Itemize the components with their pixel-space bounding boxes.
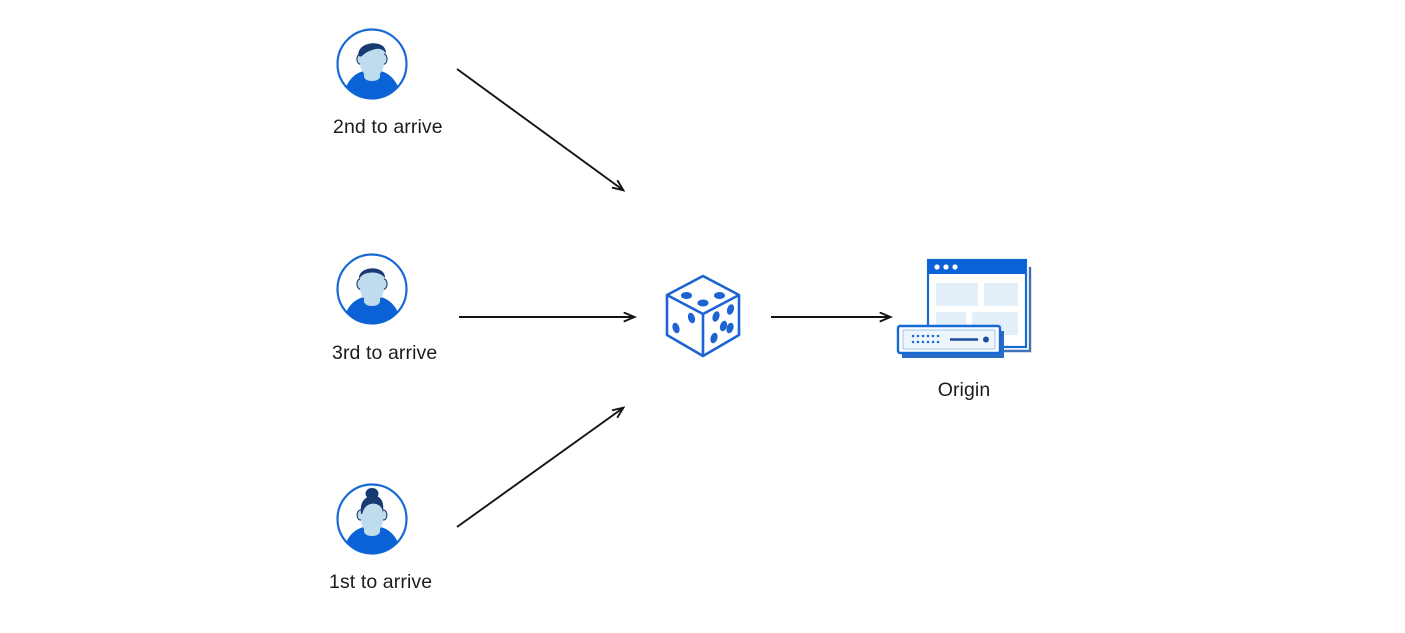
window-dot-icon bbox=[943, 264, 949, 270]
node-label-client-second: 2nd to arrive bbox=[333, 116, 443, 138]
node-client-third[interactable] bbox=[334, 251, 410, 327]
user-avatar-icon bbox=[336, 483, 408, 555]
window-dot-icon bbox=[952, 264, 958, 270]
edge-second-to-dice bbox=[456, 68, 623, 190]
user-avatar-icon bbox=[336, 28, 408, 100]
edge-first-to-dice bbox=[456, 408, 623, 528]
node-origin-server[interactable] bbox=[890, 255, 1040, 365]
origin-server-icon bbox=[896, 258, 1032, 358]
node-client-second[interactable] bbox=[334, 26, 410, 102]
node-label-client-third: 3rd to arrive bbox=[332, 342, 438, 364]
node-label-client-first: 1st to arrive bbox=[329, 571, 433, 593]
node-randomizer[interactable] bbox=[655, 268, 751, 364]
window-dot-icon bbox=[934, 264, 940, 270]
user-avatar-icon bbox=[336, 253, 408, 325]
node-label-origin: Origin bbox=[937, 379, 991, 401]
status-led-icon bbox=[983, 336, 989, 343]
dice-icon bbox=[665, 274, 741, 358]
node-client-first[interactable] bbox=[334, 481, 410, 557]
